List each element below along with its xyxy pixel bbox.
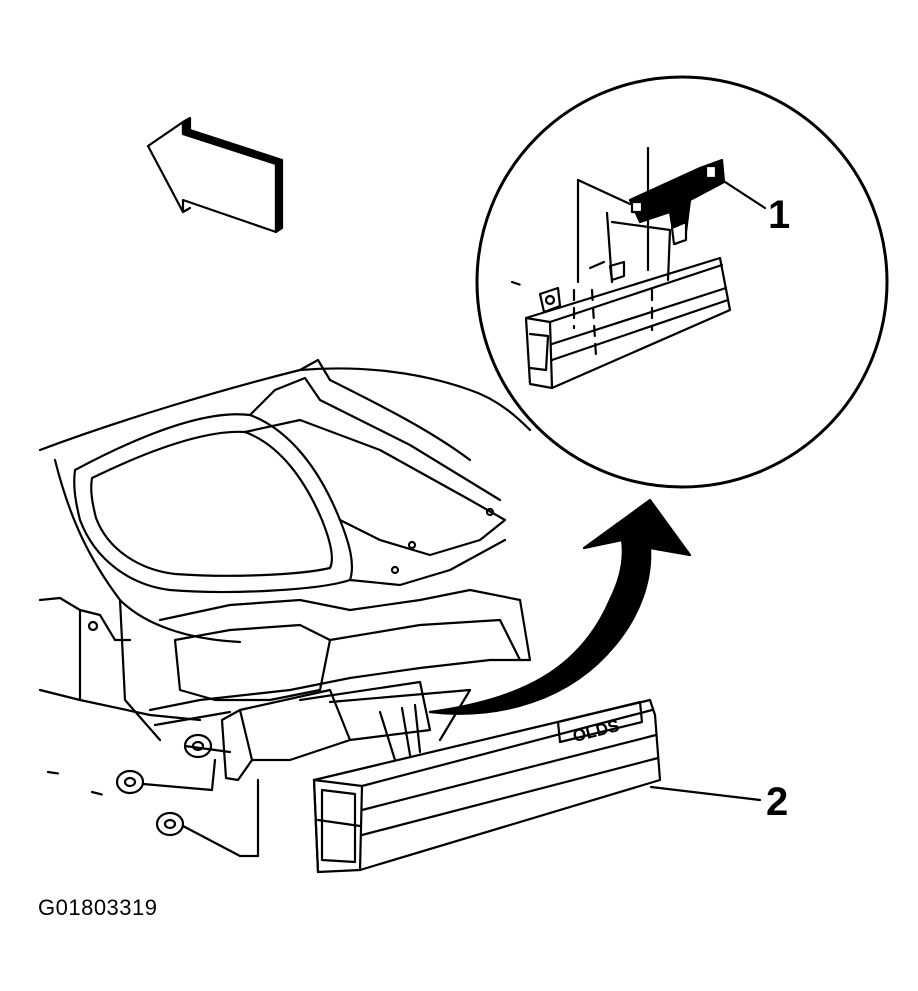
nut-icon [90, 778, 260, 858]
figure-id: G01803319 [38, 895, 158, 920]
callout-1-label: 1 [768, 193, 790, 237]
impact-bar [312, 688, 762, 874]
nut-icon [46, 758, 217, 795]
nut-icon [183, 733, 232, 759]
vehicle-front-structure [38, 358, 532, 782]
callout-2-label: 2 [766, 780, 788, 824]
detail-arrow-icon [428, 498, 692, 715]
direction-arrow-icon [146, 116, 284, 234]
detail-inset [475, 75, 889, 489]
